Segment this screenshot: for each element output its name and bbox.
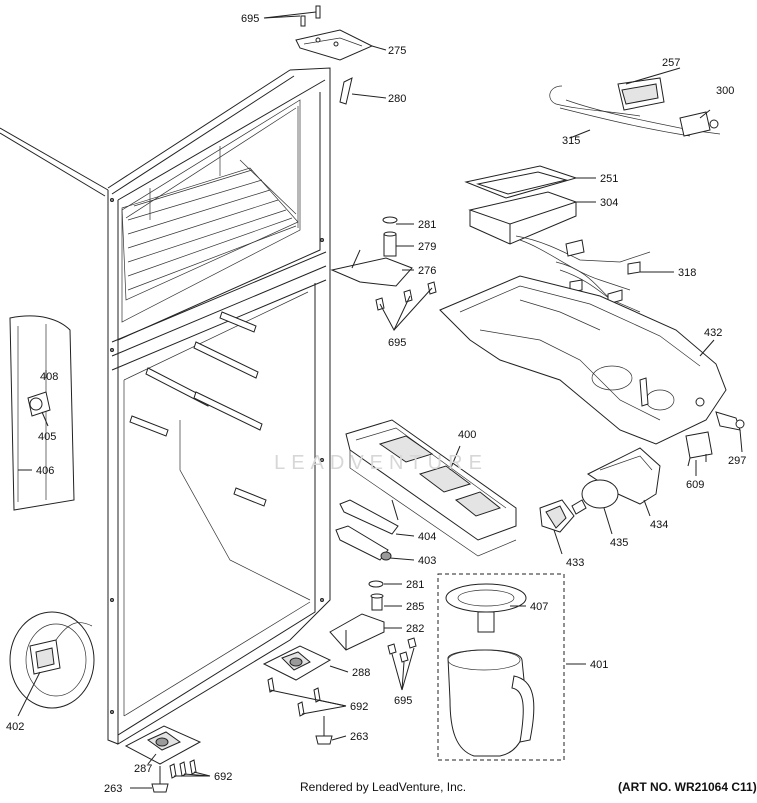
callout-695-top: 695 bbox=[241, 13, 259, 25]
callout-280: 280 bbox=[388, 93, 406, 105]
callout-692-lower: 692 bbox=[214, 771, 232, 783]
hinge-bracket-lower bbox=[329, 580, 417, 663]
art-number: (ART NO. WR21064 C11) bbox=[618, 780, 757, 794]
callout-695-middle: 695 bbox=[388, 337, 406, 349]
callout-609: 609 bbox=[686, 479, 704, 491]
roller-assembly-left bbox=[124, 725, 202, 793]
callout-276: 276 bbox=[418, 265, 436, 277]
callout-318: 318 bbox=[678, 267, 696, 279]
callout-315: 315 bbox=[562, 135, 580, 147]
callout-279: 279 bbox=[418, 241, 436, 253]
callout-408: 408 bbox=[40, 371, 58, 383]
callout-300: 300 bbox=[716, 85, 734, 97]
callout-281-lower: 281 bbox=[406, 579, 424, 591]
callout-405: 405 bbox=[38, 431, 56, 443]
callout-304: 304 bbox=[600, 197, 618, 209]
callout-287: 287 bbox=[134, 763, 152, 775]
callout-labels: 695 275 280 257 300 315 251 304 281 279 … bbox=[6, 13, 746, 795]
roller-assembly-right bbox=[262, 645, 333, 745]
callout-692-upper: 692 bbox=[350, 701, 368, 713]
callout-406: 406 bbox=[36, 465, 54, 477]
callout-251: 251 bbox=[600, 173, 618, 185]
side-detail-panel bbox=[9, 315, 75, 511]
callout-435: 435 bbox=[610, 537, 628, 549]
freezer-shelf bbox=[121, 146, 299, 301]
callout-288: 288 bbox=[352, 667, 370, 679]
callout-434: 434 bbox=[650, 519, 668, 531]
top-hinge-assembly bbox=[295, 5, 374, 105]
callout-285: 285 bbox=[406, 601, 424, 613]
callout-281-upper: 281 bbox=[418, 219, 436, 231]
callout-263-upper: 263 bbox=[350, 731, 368, 743]
leader-lines bbox=[17, 11, 743, 789]
callout-400: 400 bbox=[458, 429, 476, 441]
dispenser-housing bbox=[335, 419, 517, 561]
callout-257: 257 bbox=[662, 57, 680, 69]
water-pitcher-group bbox=[437, 573, 565, 761]
damper-assembly bbox=[464, 165, 651, 291]
callout-401: 401 bbox=[590, 659, 608, 671]
callout-263-lower: 263 bbox=[104, 783, 122, 795]
callout-407: 407 bbox=[530, 601, 548, 613]
callout-275: 275 bbox=[388, 45, 406, 57]
rendered-by-credit: Rendered by LeadVenture, Inc. bbox=[300, 780, 467, 794]
callout-433: 433 bbox=[566, 557, 584, 569]
watermark-text: LEADVENTURE bbox=[274, 452, 488, 474]
temperature-control-assembly bbox=[549, 77, 721, 137]
callout-297: 297 bbox=[728, 455, 746, 467]
callout-404: 404 bbox=[418, 531, 436, 543]
water-valve-detail bbox=[9, 611, 95, 709]
callout-402: 402 bbox=[6, 721, 24, 733]
callout-695-lower: 695 bbox=[394, 695, 412, 707]
hinge-bracket-upper bbox=[330, 216, 437, 311]
callout-432: 432 bbox=[704, 327, 722, 339]
callout-403: 403 bbox=[418, 555, 436, 567]
evaporator-cover bbox=[439, 275, 727, 445]
light-assembly bbox=[539, 447, 661, 533]
callout-282: 282 bbox=[406, 623, 424, 635]
refrigerator-cabinet bbox=[0, 67, 331, 745]
